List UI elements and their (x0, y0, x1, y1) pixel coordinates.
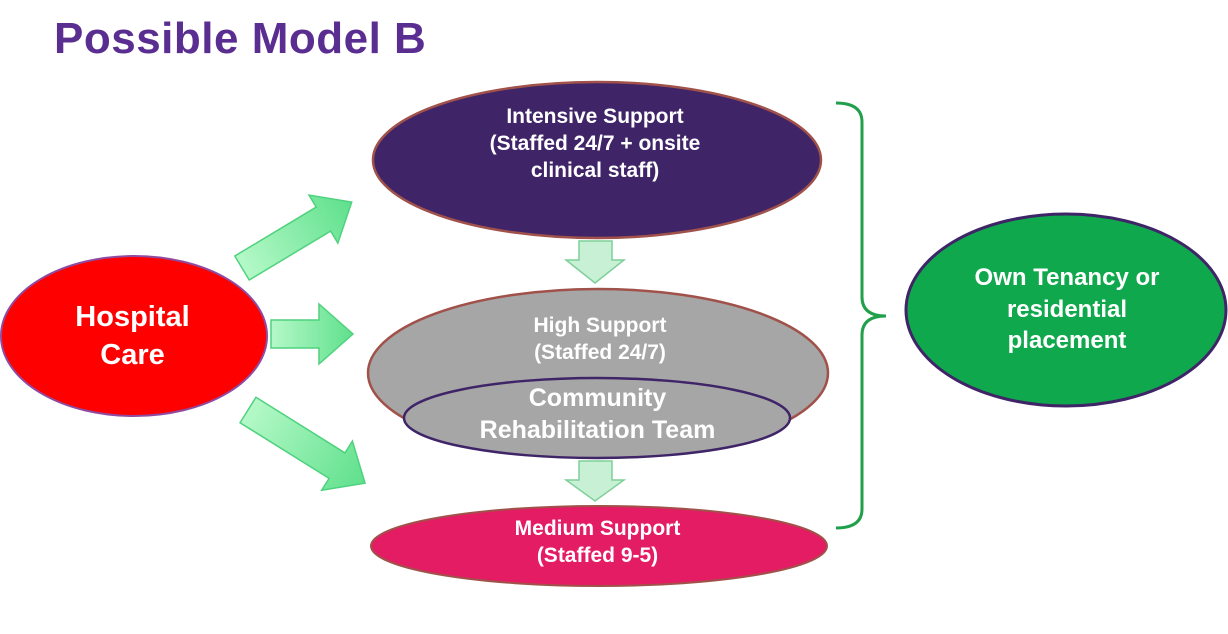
high-support-label: High Support (Staffed 24/7) (440, 313, 760, 367)
medium-support-line-2: (Staffed 9-5) (536, 543, 659, 567)
medium-support-node (370, 505, 828, 587)
arrow-hospital-to-intensive (233, 194, 353, 282)
hospital-care-label: Hospital Care (30, 299, 235, 374)
community-line-2: Rehabilitation Team (479, 415, 716, 444)
hospital-line-1: Hospital (75, 301, 190, 333)
own-tenancy-label: Own Tenancy or residential placement (922, 262, 1212, 357)
community-line-1: Community (528, 384, 667, 412)
intensive-support-line-2: (Staffed 24/7 + onsite (489, 131, 701, 155)
medium-support-line-1: Medium Support (514, 517, 681, 540)
community-rehabilitation-node (402, 376, 792, 460)
intensive-support-node (371, 80, 823, 240)
own-tenancy-line-1: Own Tenancy or (974, 264, 1160, 291)
own-tenancy-line-2: residential (1006, 295, 1128, 323)
hospital-line-2: Care (100, 338, 165, 371)
arrow-intensive-to-high (563, 240, 627, 284)
arrow-high-to-medium (563, 460, 627, 502)
arrow-hospital-to-high (270, 302, 355, 366)
community-rehabilitation-label: Community Rehabilitation Team (410, 383, 785, 446)
arrow-hospital-to-medium (239, 396, 366, 492)
own-tenancy-node (904, 212, 1228, 408)
intensive-support-line-1: Intensive Support (506, 105, 684, 128)
intensive-support-line-3: clinical staff) (530, 158, 660, 182)
grouping-brace (835, 101, 887, 530)
page-title: Possible Model B (54, 14, 427, 63)
high-support-line-2: (Staffed 24/7) (534, 340, 666, 364)
medium-support-label: Medium Support (Staffed 9-5) (420, 516, 775, 570)
intensive-support-label: Intensive Support (Staffed 24/7 + onsite… (420, 104, 770, 185)
own-tenancy-line-3: placement (1007, 327, 1127, 355)
high-support-line-1: High Support (533, 314, 667, 337)
hospital-care-node (0, 255, 268, 417)
